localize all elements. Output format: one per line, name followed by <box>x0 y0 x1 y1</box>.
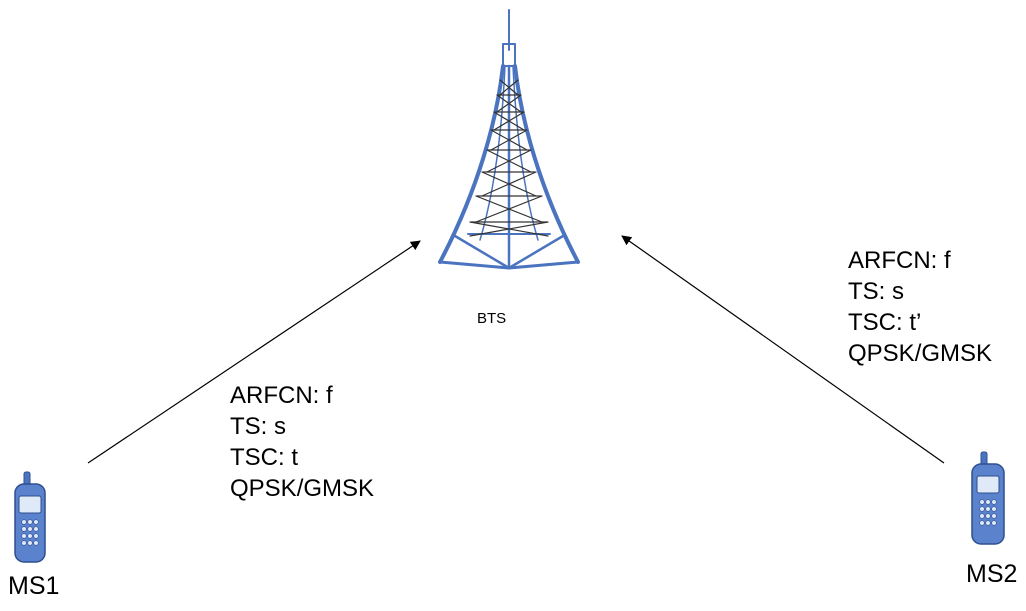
ms1-label: MS1 <box>8 572 60 600</box>
ms1-param-tsc: TSC: t <box>230 444 299 471</box>
ms2-param-tsc: TSC: t’ <box>848 309 922 336</box>
tower-icon <box>438 9 580 270</box>
ms2-param-ts: TS: s <box>848 278 905 305</box>
phone-icon <box>971 451 1005 545</box>
ms1-param-modulation: QPSK/GMSK <box>230 475 375 502</box>
ms1-params: ARFCN: f TS: s TSC: t QPSK/GMSK <box>230 380 374 504</box>
bts-label: BTS <box>477 310 507 327</box>
ms1-param-arfcn: ARFCN: f <box>230 382 333 409</box>
ms2-label: MS2 <box>966 560 1018 588</box>
ms2-params: ARFCN: f TS: s TSC: t’ QPSK/GMSK <box>848 245 992 369</box>
ms2-param-arfcn: ARFCN: f <box>848 247 951 274</box>
ms1-param-ts: TS: s <box>230 413 287 440</box>
uplink-arrow-ms2 <box>621 235 945 464</box>
phone-icon <box>14 471 46 563</box>
ms2-param-modulation: QPSK/GMSK <box>848 340 993 367</box>
uplink-arrow-ms1 <box>87 240 421 464</box>
